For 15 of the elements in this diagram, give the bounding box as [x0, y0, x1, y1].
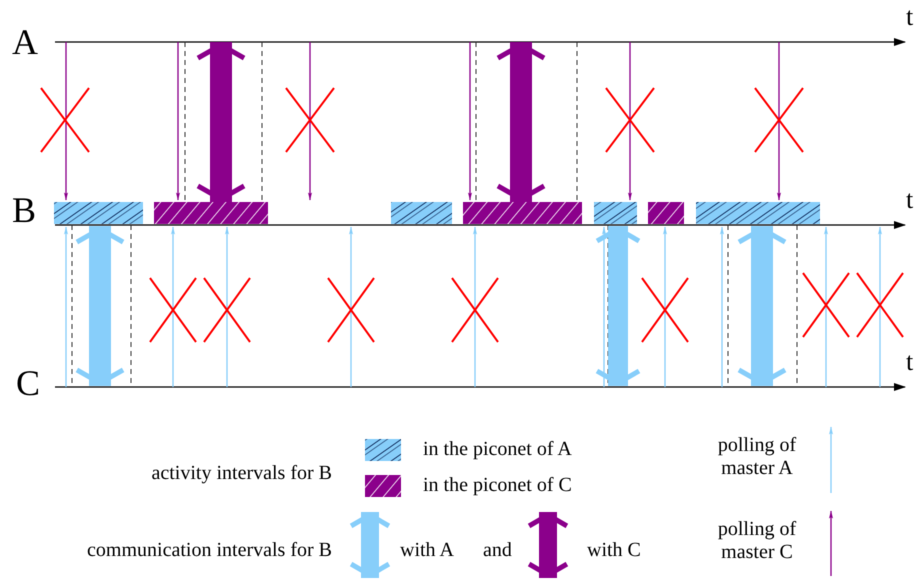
- axis-label: B: [12, 190, 36, 232]
- group-heading: communication intervals for B: [87, 539, 332, 562]
- axis-label: t: [906, 2, 914, 32]
- conjunction-text: and: [483, 539, 512, 562]
- legend-label: with A: [400, 539, 454, 562]
- axis-label: t: [906, 347, 914, 377]
- axis-label: A: [12, 22, 38, 64]
- legend-label: polling of master A: [716, 434, 798, 480]
- legend-label: polling of master C: [716, 518, 798, 564]
- legend-label: in the piconet of A: [423, 438, 572, 461]
- axis-label: C: [16, 363, 40, 404]
- axis-label: t: [906, 185, 914, 215]
- legend-label: in the piconet of C: [423, 474, 572, 497]
- group-heading: activity intervals for B: [151, 462, 332, 485]
- legend-label: with C: [587, 539, 641, 562]
